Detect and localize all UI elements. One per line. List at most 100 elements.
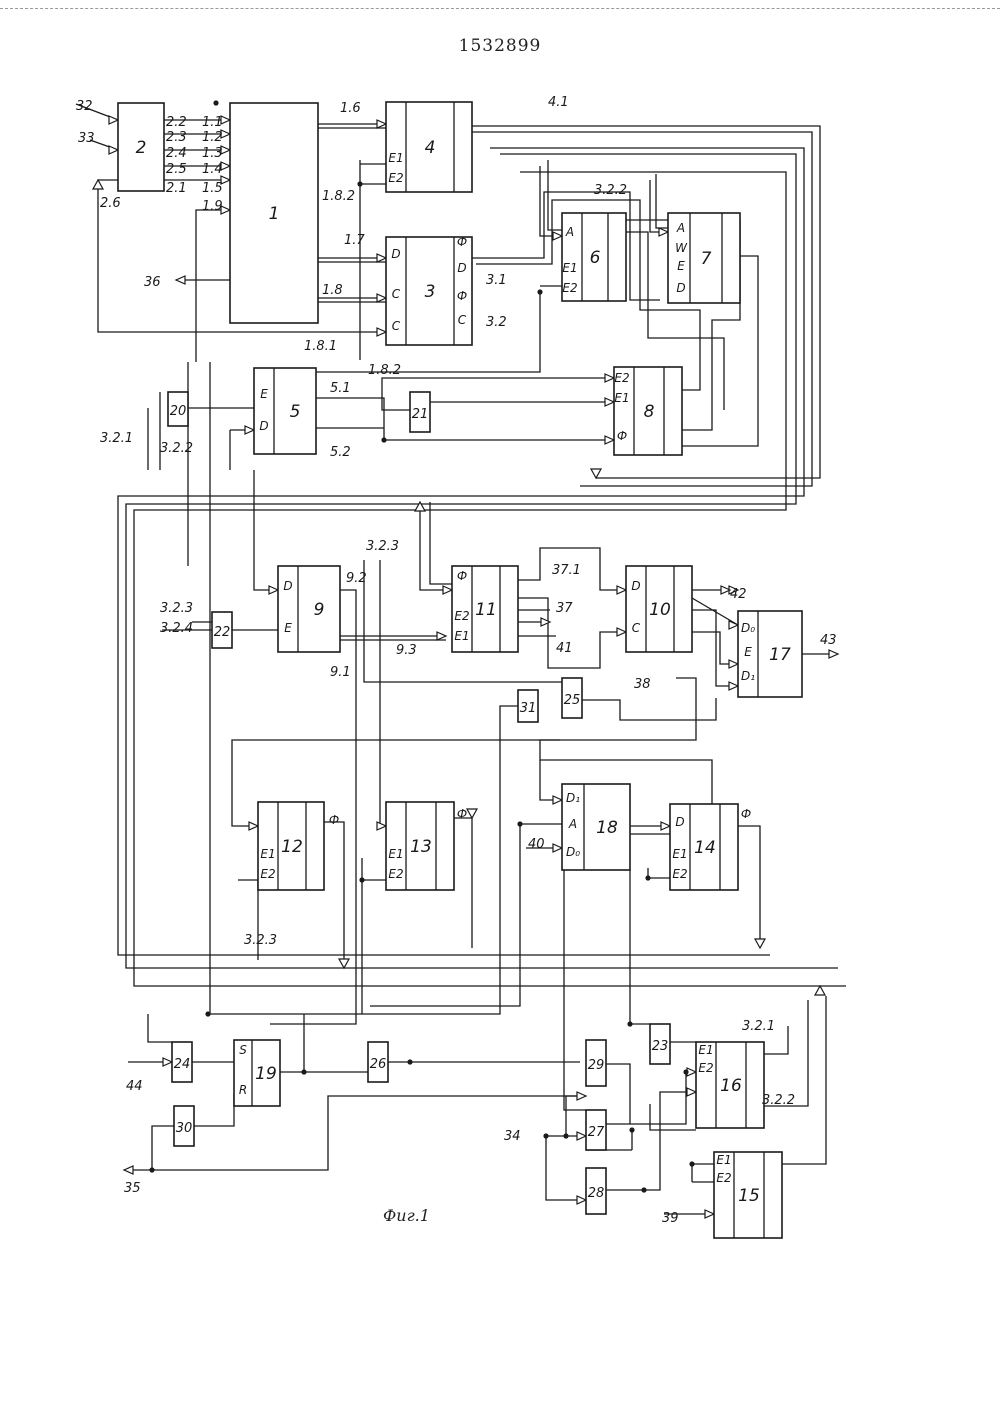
block-9: 9DE — [278, 566, 340, 652]
block-13-pin-e1: E1 — [388, 847, 403, 861]
signal-label-41: 41 — [556, 641, 573, 656]
block-8-pin-ф: Ф — [617, 429, 627, 443]
wire-78 — [738, 826, 760, 948]
signal-label-32: 32 — [76, 99, 93, 114]
wire-108 — [152, 1096, 586, 1170]
junction-dot-5 — [407, 1059, 412, 1064]
signal-label-43: 43 — [820, 633, 837, 648]
signal-label-1-4: 1.4 — [202, 162, 223, 177]
block-27-number: 27 — [588, 1125, 605, 1140]
block-14-pin-e1: E1 — [672, 847, 687, 861]
arrowhead-17 — [661, 822, 670, 830]
block-8-pin-e1: E1 — [614, 391, 629, 405]
signal-label-3-2-3: 3.2.3 — [244, 933, 277, 948]
signal-label-1-7: 1.7 — [344, 233, 365, 248]
block-7-pin-d: D — [676, 281, 685, 295]
block-9-pin-e: E — [284, 621, 292, 635]
arrowhead-40 — [124, 1166, 133, 1174]
block-6-pin-e1: E1 — [562, 261, 577, 275]
block-4-pin-e2: E2 — [388, 171, 403, 185]
block-7-number: 7 — [701, 249, 712, 269]
wire-68 — [380, 560, 386, 826]
wire-107 — [124, 1126, 174, 1170]
arrowhead-19 — [553, 844, 562, 852]
arrowhead-11 — [617, 586, 626, 594]
wire-44 — [196, 210, 200, 362]
block-14-pin-e2: E2 — [672, 867, 687, 881]
arrowhead-39 — [109, 146, 118, 154]
arrowhead-4 — [553, 232, 562, 240]
wire-83 — [648, 868, 670, 878]
wire-26 — [650, 180, 668, 232]
arrowhead-5 — [659, 228, 668, 236]
wire-95 — [782, 996, 826, 1164]
signal-label-1-9: 1.9 — [202, 199, 223, 214]
block-7: 7AWED — [668, 213, 740, 303]
block-8-pin-e2: E2 — [614, 371, 629, 385]
signal-label-3-2-2: 3.2.2 — [594, 183, 627, 198]
signal-label-2-1: 2.1 — [166, 181, 187, 196]
signal-label-1-8: 1.8 — [322, 283, 343, 298]
block-5-pin-d: D — [259, 419, 268, 433]
signal-label-2-3: 2.3 — [166, 130, 187, 145]
block-3-pin-c: C — [392, 319, 401, 333]
junction-dot-6 — [517, 821, 522, 826]
block-8: 8E2E1Ф — [614, 367, 682, 455]
arrowhead-47 — [815, 986, 825, 995]
block-9-number: 9 — [314, 600, 325, 620]
arrowhead-21 — [729, 660, 738, 668]
signal-label-5-1: 5.1 — [330, 381, 351, 396]
block-14-pin-ф: Ф — [741, 807, 751, 821]
signal-label-1-8-2: 1.8.2 — [368, 363, 401, 378]
arrowhead-31 — [577, 1196, 586, 1204]
block-14-pin-d: D — [675, 815, 684, 829]
signal-label-34: 34 — [504, 1129, 521, 1144]
block-17-number: 17 — [769, 645, 791, 665]
block-17-pin-e: E — [744, 645, 752, 659]
block-31: 31 — [518, 690, 538, 722]
wire-92 — [566, 1096, 586, 1136]
signal-label-1-8-1: 1.8.1 — [304, 339, 337, 354]
block-27: 27 — [586, 1110, 606, 1150]
signal-label-1-2: 1.2 — [202, 130, 223, 145]
wire-38 — [316, 398, 614, 440]
signal-label-3-2-3: 3.2.3 — [160, 601, 193, 616]
signal-label-3-1: 3.1 — [486, 273, 507, 288]
arrowhead-1 — [377, 254, 386, 262]
block-11-pin-ф: Ф — [457, 569, 467, 583]
arrowhead-38 — [109, 116, 118, 124]
block-13-number: 13 — [410, 837, 432, 857]
block-24-number: 24 — [174, 1057, 191, 1072]
block-15-number: 15 — [738, 1186, 760, 1206]
block-15-pin-e1: E1 — [716, 1153, 731, 1167]
signal-label-4-1: 4.1 — [548, 95, 569, 110]
block-23-number: 23 — [652, 1039, 669, 1054]
signal-label-3-2-4: 3.2.4 — [160, 621, 193, 636]
signal-label-3-2-1: 3.2.1 — [100, 431, 133, 446]
block-12-pin-e2: E2 — [260, 867, 275, 881]
arrowhead-7 — [605, 398, 614, 406]
signal-label-44: 44 — [126, 1079, 143, 1094]
block-19: 19SR — [234, 1040, 280, 1106]
block-11: 11ФE2E1 — [452, 566, 518, 652]
signal-label-3-2: 3.2 — [486, 315, 507, 330]
wire-89 — [606, 1092, 696, 1190]
block-6: 6AE1E2 — [562, 213, 626, 301]
signal-label-36: 36 — [144, 275, 161, 290]
wire-91 — [546, 1136, 586, 1200]
block-16-pin-e1: E1 — [698, 1043, 713, 1057]
junction-dot-0 — [213, 100, 218, 105]
junction-dot-15 — [359, 877, 364, 882]
signal-label-1-1: 1.1 — [202, 115, 223, 130]
block-2-number: 2 — [136, 138, 147, 158]
arrowhead-43 — [755, 939, 765, 948]
junction-dot-12 — [629, 1127, 634, 1132]
arrowhead-24 — [829, 650, 838, 658]
signal-label-39: 39 — [662, 1211, 679, 1226]
signal-label-37: 37 — [556, 601, 573, 616]
block-14: 14DE1E2Ф — [670, 804, 751, 890]
block-19-number: 19 — [255, 1064, 277, 1084]
block-3-pin-ф: Ф — [457, 289, 467, 303]
signal-label-33: 33 — [78, 131, 95, 146]
block-17-pin-d0: D₀ — [741, 621, 755, 635]
